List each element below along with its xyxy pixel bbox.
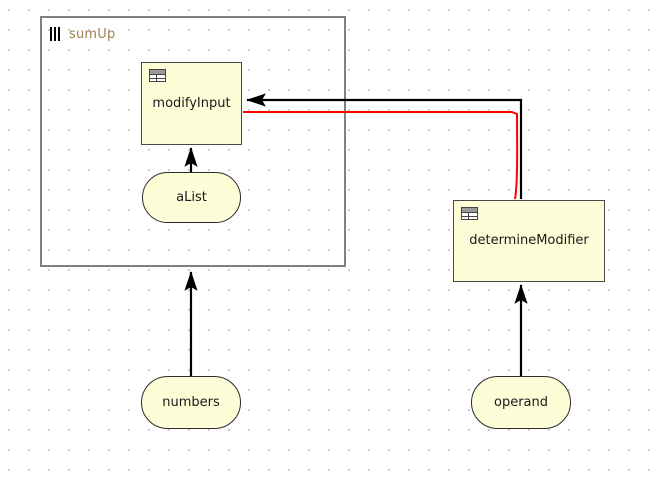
table-icon [461,207,478,220]
operation-node-determinemodifier[interactable]: determineModifier [453,200,605,282]
data-node-operand[interactable]: operand [471,376,571,429]
data-node-label: aList [176,190,207,205]
data-node-alist[interactable]: aList [142,172,241,223]
table-icon [149,69,166,82]
operation-node-label: determineModifier [469,233,589,249]
container-title: sumUp [69,26,116,42]
operation-node-modifyinput[interactable]: modifyInput [141,62,242,145]
data-node-label: numbers [162,395,220,410]
container-header: sumUp [50,24,115,44]
three-bars-icon [50,27,62,41]
data-node-label: operand [493,395,548,410]
operation-node-label: modifyInput [152,95,231,111]
data-node-numbers[interactable]: numbers [141,376,241,429]
